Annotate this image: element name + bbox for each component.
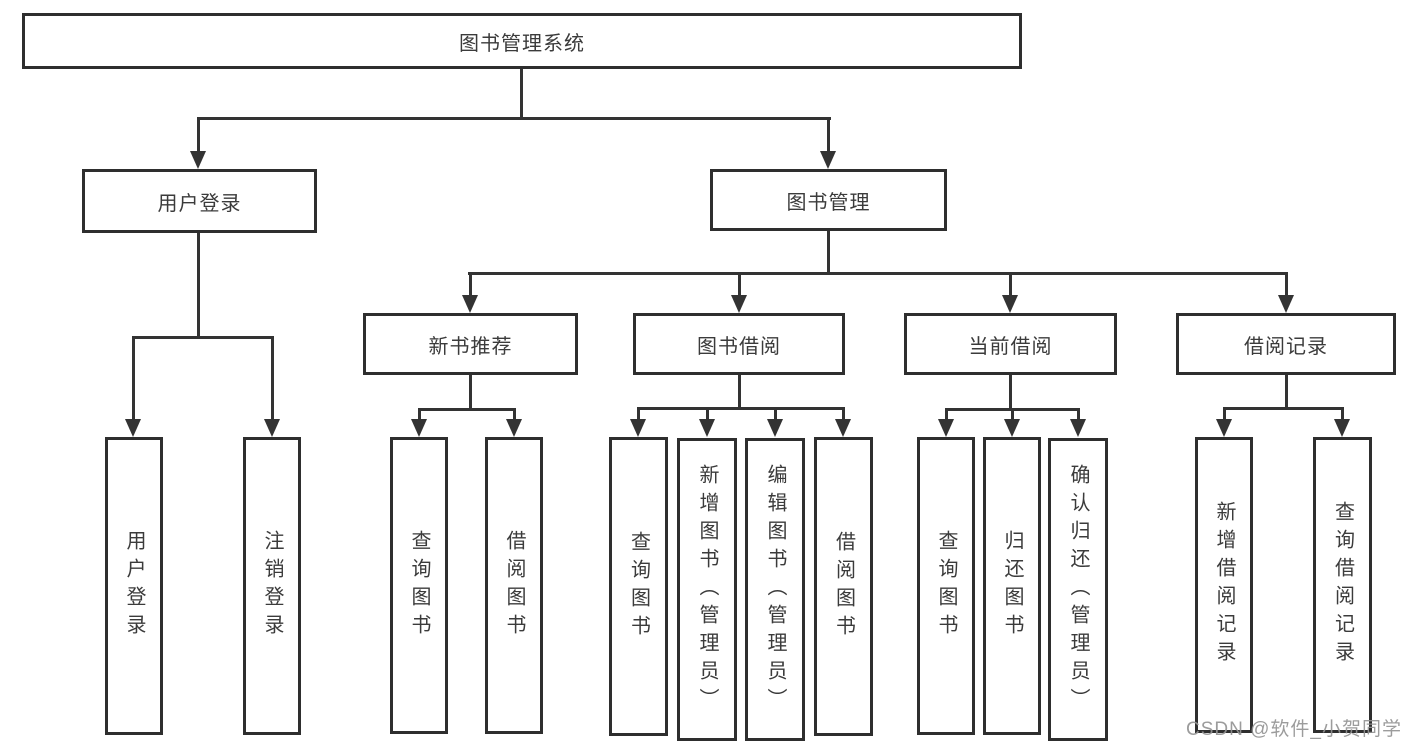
connector-arrowhead — [1278, 295, 1294, 313]
node-cb-return-book: 归还图书 — [983, 437, 1041, 735]
node-label: 用户登录 — [157, 192, 242, 215]
node-label: 图书借阅 — [697, 335, 781, 358]
node-label: 查询借阅记录 — [1331, 501, 1354, 669]
node-nbr-query-book: 查询图书 — [390, 437, 448, 734]
connector-arrowhead — [1002, 295, 1018, 313]
connector-line — [468, 272, 1288, 275]
connector-line — [1009, 375, 1012, 411]
node-label: 用户登录 — [123, 530, 145, 642]
watermark: CSDN @软件_小贺同学 — [1186, 719, 1402, 740]
node-bb-borrow-book: 借阅图书 — [814, 437, 873, 736]
node-label: 图书管理系统 — [459, 32, 585, 55]
connector-arrowhead — [411, 419, 427, 437]
node-user-login-action: 用户登录 — [105, 437, 163, 735]
connector-line — [520, 69, 523, 117]
node-label: 查询图书 — [935, 530, 957, 642]
connector-arrowhead — [767, 419, 783, 437]
connector-arrowhead — [1004, 419, 1020, 437]
connector-line — [1011, 408, 1014, 421]
node-label: 借阅图书 — [832, 530, 855, 643]
connector-arrowhead — [264, 419, 280, 437]
connector-line — [706, 407, 709, 421]
node-label: 新增图书（管理员） — [696, 463, 718, 716]
connector-arrowhead — [630, 419, 646, 437]
node-label: 注销登录 — [261, 530, 283, 642]
node-user-login: 用户登录 — [82, 169, 317, 233]
connector-line — [1285, 375, 1288, 410]
connector-line — [197, 233, 200, 336]
node-label: 查询图书 — [408, 529, 430, 642]
node-label: 新增借阅记录 — [1213, 501, 1235, 669]
connector-arrowhead — [506, 419, 522, 437]
node-cb-confirm-return-admin: 确认归还（管理员） — [1048, 438, 1108, 741]
node-logout-action: 注销登录 — [243, 437, 301, 735]
connector-line — [1223, 407, 1226, 421]
node-library-system: 图书管理系统 — [22, 13, 1022, 69]
node-label: 借阅记录 — [1244, 335, 1328, 358]
connector-arrowhead — [1216, 419, 1232, 437]
connector-line — [637, 407, 640, 421]
connector-arrowhead — [820, 151, 836, 169]
node-current-borrow: 当前借阅 — [904, 313, 1117, 375]
node-label: 查询图书 — [627, 530, 650, 643]
connector-line — [1009, 272, 1012, 297]
node-label: 归还图书 — [1001, 530, 1023, 642]
connector-line — [418, 408, 421, 421]
node-borrow-records: 借阅记录 — [1176, 313, 1396, 375]
node-label: 新书推荐 — [428, 335, 513, 358]
connector-arrowhead — [462, 295, 478, 313]
connector-line — [469, 375, 472, 411]
node-new-book-recommend: 新书推荐 — [363, 313, 578, 375]
connector-line — [637, 407, 845, 410]
connector-line — [1223, 407, 1344, 410]
node-label: 图书管理 — [786, 191, 871, 214]
node-bb-query-book: 查询图书 — [609, 437, 668, 736]
node-label: 当前借阅 — [968, 335, 1053, 358]
node-nbr-borrow-book: 借阅图书 — [485, 437, 543, 734]
node-br-query-record: 查询借阅记录 — [1313, 437, 1372, 733]
node-br-add-record: 新增借阅记录 — [1195, 437, 1253, 733]
connector-line — [1341, 407, 1344, 421]
connector-line — [738, 375, 741, 410]
node-bb-edit-book-admin: 编辑图书（管理员） — [745, 438, 805, 741]
connector-line — [1285, 272, 1288, 297]
connector-line — [1077, 408, 1080, 421]
node-book-management: 图书管理 — [710, 169, 947, 231]
connector-line — [197, 117, 200, 153]
connector-line — [469, 272, 472, 297]
node-label: 编辑图书（管理员） — [764, 463, 786, 716]
connector-arrowhead — [125, 419, 141, 437]
node-cb-query-book: 查询图书 — [917, 437, 975, 735]
connector-line — [827, 231, 830, 275]
connector-line — [197, 117, 831, 120]
connector-line — [513, 408, 516, 421]
connector-line — [271, 336, 274, 421]
node-label: 确认归还（管理员） — [1067, 463, 1089, 716]
connector-line — [842, 407, 845, 421]
node-label: 借阅图书 — [503, 529, 525, 642]
connector-arrowhead — [835, 419, 851, 437]
connector-arrowhead — [190, 151, 206, 169]
connector-line — [132, 336, 274, 339]
connector-arrowhead — [731, 295, 747, 313]
connector-line — [738, 272, 741, 297]
connector-line — [827, 117, 830, 153]
connector-arrowhead — [938, 419, 954, 437]
connector-line — [945, 408, 948, 421]
connector-line — [132, 336, 135, 421]
node-bb-add-book-admin: 新增图书（管理员） — [677, 438, 737, 741]
connector-line — [774, 407, 777, 421]
node-book-borrow: 图书借阅 — [633, 313, 845, 375]
connector-arrowhead — [699, 419, 715, 437]
connector-arrowhead — [1334, 419, 1350, 437]
connector-arrowhead — [1070, 419, 1086, 437]
connector-line — [418, 408, 516, 411]
